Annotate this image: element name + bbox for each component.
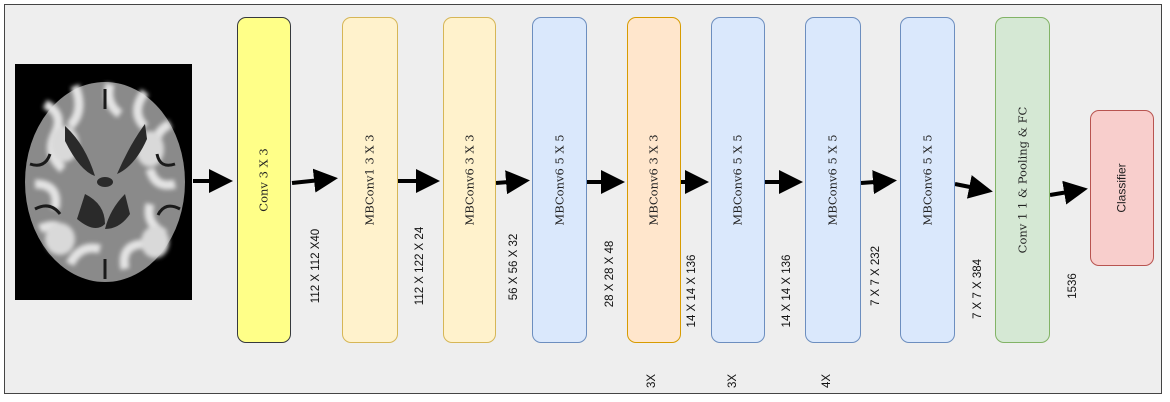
repeat-label-2: 3X <box>727 373 739 389</box>
dim-label-6: 14 X 14 X 136 <box>781 254 793 328</box>
dim-label-9: 1536 <box>1067 273 1079 299</box>
mbconv6-5x5-block-a: MBConv6 5 X 5 <box>532 17 587 343</box>
mbconv6-5x5-block-d: MBConv6 5 X 5 <box>900 17 955 343</box>
arrow-2 <box>291 168 338 193</box>
mbconv1-3x3-block: MBConv1 3 X 3 <box>342 17 398 343</box>
repeat-label-1: 3X <box>646 373 658 389</box>
mbconv6-3x3-label-b: MBConv6 3 X 3 <box>647 134 662 226</box>
mbconv6-3x3-label-a: MBConv6 3 X 3 <box>462 134 477 226</box>
dim-label-7: 7 X 7 X 232 <box>870 245 882 307</box>
mbconv1-3x3-label: MBConv1 3 X 3 <box>363 134 378 226</box>
arrow-9 <box>954 175 993 199</box>
conv-pooling-fc-block: Conv 1 1 & Pooling & FC <box>995 17 1050 343</box>
dim-label-1: 112 X 112 X40 <box>310 228 322 304</box>
mbconv6-5x5-block-c: MBConv6 5 X 5 <box>805 17 861 343</box>
repeat-label-3: 4X <box>821 373 833 389</box>
classifier-block: Classifier <box>1090 110 1154 266</box>
conv3x3-label: Conv 3 X 3 <box>257 148 272 212</box>
mbconv6-5x5-block-b: MBConv6 5 X 5 <box>711 17 765 343</box>
arrow-8 <box>860 170 897 195</box>
dim-label-4: 28 X 28 X 48 <box>604 240 616 308</box>
conv-pooling-fc-label: Conv 1 1 & Pooling & FC <box>1015 106 1030 254</box>
mbconv6-5x5-label-b: MBConv6 5 X 5 <box>731 134 746 226</box>
dim-label-3: 56 X 56 X 32 <box>508 233 520 301</box>
dim-label-8: 7 X 7 X 384 <box>972 258 984 320</box>
conv3x3-block: Conv 3 X 3 <box>237 17 291 343</box>
brain-mri-image <box>15 64 192 300</box>
arrow-10 <box>1049 180 1088 205</box>
arrow-4 <box>495 170 530 195</box>
mbconv6-3x3-block-a: MBConv6 3 X 3 <box>443 17 496 343</box>
classifier-label: Classifier <box>1115 163 1129 213</box>
mbconv6-3x3-block-b: MBConv6 3 X 3 <box>627 17 681 343</box>
dim-label-5: 14 X 14 X 136 <box>686 254 698 328</box>
mbconv6-5x5-label-a: MBConv6 5 X 5 <box>552 134 567 226</box>
mbconv6-5x5-label-c: MBConv6 5 X 5 <box>826 134 841 226</box>
dim-label-2: 112 X 122 X 24 <box>414 226 426 306</box>
mbconv6-5x5-label-d: MBConv6 5 X 5 <box>920 134 935 226</box>
